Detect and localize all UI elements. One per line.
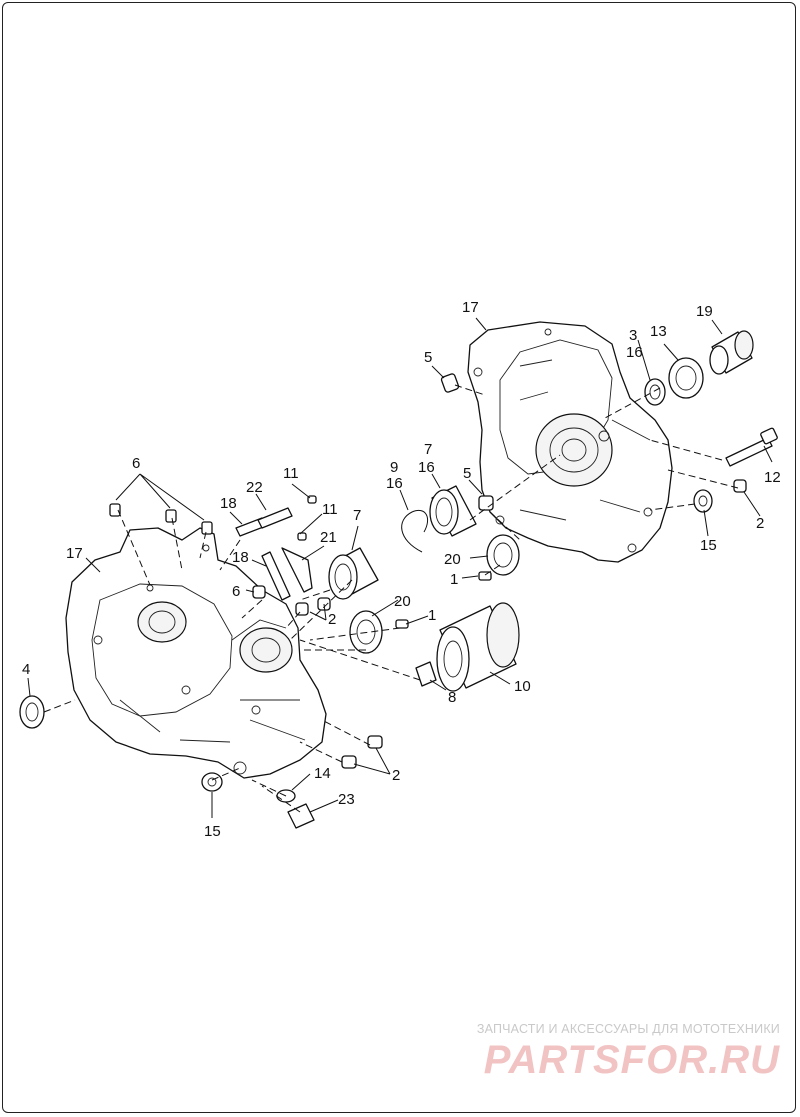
callout-23: 23 [338, 791, 355, 808]
bearing-20-left [349, 610, 383, 654]
seal-13 [668, 357, 704, 399]
callout-16-left: 16 [386, 475, 403, 492]
spacer-3-16 [644, 378, 666, 406]
watermark-caption: ЗАПЧАСТИ И АКСЕССУАРЫ ДЛЯ МОТОТЕХНИКИ [476, 1022, 780, 1036]
callout-21: 21 [320, 529, 337, 546]
callout-2-lower: 2 [392, 767, 400, 784]
bearing-7-left [328, 547, 379, 600]
callout-10: 10 [514, 678, 531, 695]
left-crankcase-half [65, 527, 327, 779]
callout-19: 19 [696, 303, 713, 320]
seal-15-left [201, 772, 223, 792]
callout-5-upper: 5 [424, 349, 432, 366]
bearing-4 [19, 695, 45, 729]
dowel-2-right [733, 479, 747, 493]
leader-lines [27, 317, 773, 818]
callout-2-middle: 2 [328, 611, 336, 628]
callout-14: 14 [314, 765, 331, 782]
callout-8: 8 [448, 689, 456, 706]
callout-15-left: 15 [204, 823, 221, 840]
callout-3: 3 [629, 327, 637, 344]
watermark: ЗАПЧАСТИ И АКСЕССУАРЫ ДЛЯ МОТОТЕХНИКИ PA… [460, 1022, 780, 1082]
callout-2-right: 2 [756, 515, 764, 532]
bearing-20-right [486, 534, 520, 576]
screw-1-left [395, 619, 409, 629]
callout-17-right: 17 [462, 299, 479, 316]
callout-17-left: 17 [66, 545, 83, 562]
screw-1-right [478, 571, 492, 581]
dowel-5-upper [440, 373, 460, 393]
callout-11-upper: 11 [283, 465, 299, 482]
callout-20-right: 20 [444, 551, 461, 568]
dowels-6-upper [109, 503, 213, 535]
callout-20-left: 20 [394, 593, 411, 610]
drain-plug-23 [287, 803, 315, 829]
callout-11-lower: 11 [322, 501, 338, 518]
retaining-ring-9 [401, 510, 428, 553]
dowel-5-lower [478, 495, 494, 511]
stud-12 [725, 427, 778, 467]
callout-4: 4 [22, 661, 30, 678]
callout-18-lower: 18 [232, 549, 249, 566]
callout-1-left: 1 [428, 607, 436, 624]
callout-22: 22 [246, 479, 263, 496]
right-crankcase-half [467, 321, 673, 563]
seal-15-right [693, 489, 713, 513]
callout-18-upper: 18 [220, 495, 237, 512]
callout-9: 9 [390, 459, 398, 476]
callout-1-right: 1 [450, 571, 458, 588]
callout-5-lower: 5 [463, 465, 471, 482]
bearing-7-right [429, 485, 477, 537]
dowel-6-lower [252, 585, 266, 599]
callout-12: 12 [764, 469, 781, 486]
callout-6-lower: 6 [232, 583, 240, 600]
dowels-2-middle [295, 597, 331, 616]
bearing-19 [709, 330, 754, 375]
callout-16-right: 16 [418, 459, 435, 476]
callout-labels: 17 19 3 13 16 5 7 9 16 16 5 12 2 15 20 1… [22, 299, 781, 840]
callout-15-right: 15 [700, 537, 717, 554]
callout-16-top: 16 [626, 344, 643, 361]
watermark-logo: PARTSFOR.RU [483, 1038, 780, 1082]
callout-7-left: 7 [353, 507, 361, 524]
callout-7-right: 7 [424, 441, 432, 458]
dowels-2-lower [341, 735, 383, 769]
callout-13: 13 [650, 323, 667, 340]
assembly-lines [43, 384, 739, 813]
callout-6-upper: 6 [132, 455, 140, 472]
oil-filter-10 [436, 602, 520, 692]
